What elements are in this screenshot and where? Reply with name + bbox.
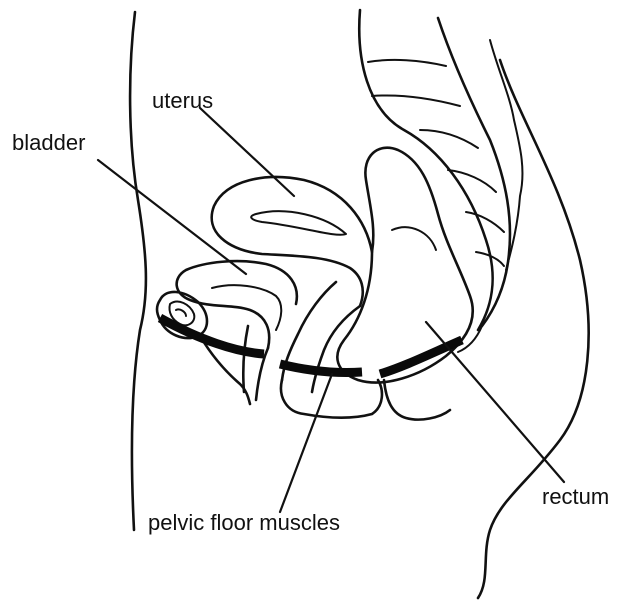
rectum-inner-fold — [392, 227, 436, 250]
sacrum-inner-outline — [438, 18, 510, 326]
pelvic-floor-band-back — [380, 340, 462, 374]
front-body-outline — [130, 12, 146, 530]
pelvic-floor-leader-line — [280, 374, 332, 512]
pubic-bone-core — [176, 309, 186, 316]
perineal-body — [281, 380, 382, 418]
label-rectum: rectum — [542, 484, 609, 509]
uterus-leader-line — [200, 108, 294, 196]
pelvic-floor-band-middle — [280, 364, 362, 373]
label-pelvic-floor-muscles: pelvic floor muscles — [148, 510, 340, 535]
bladder-inner — [212, 285, 281, 330]
sacrum-outline — [359, 10, 492, 330]
rectum-leader-line — [426, 322, 564, 482]
back-body-outline — [478, 60, 589, 598]
uterus-outline — [212, 177, 372, 306]
uterus-cavity — [251, 211, 346, 235]
label-bladder: bladder — [12, 130, 85, 155]
urethra — [243, 326, 268, 400]
bladder-leader-line — [98, 160, 246, 274]
posterior-perineum — [384, 380, 450, 420]
label-uterus: uterus — [152, 88, 213, 113]
